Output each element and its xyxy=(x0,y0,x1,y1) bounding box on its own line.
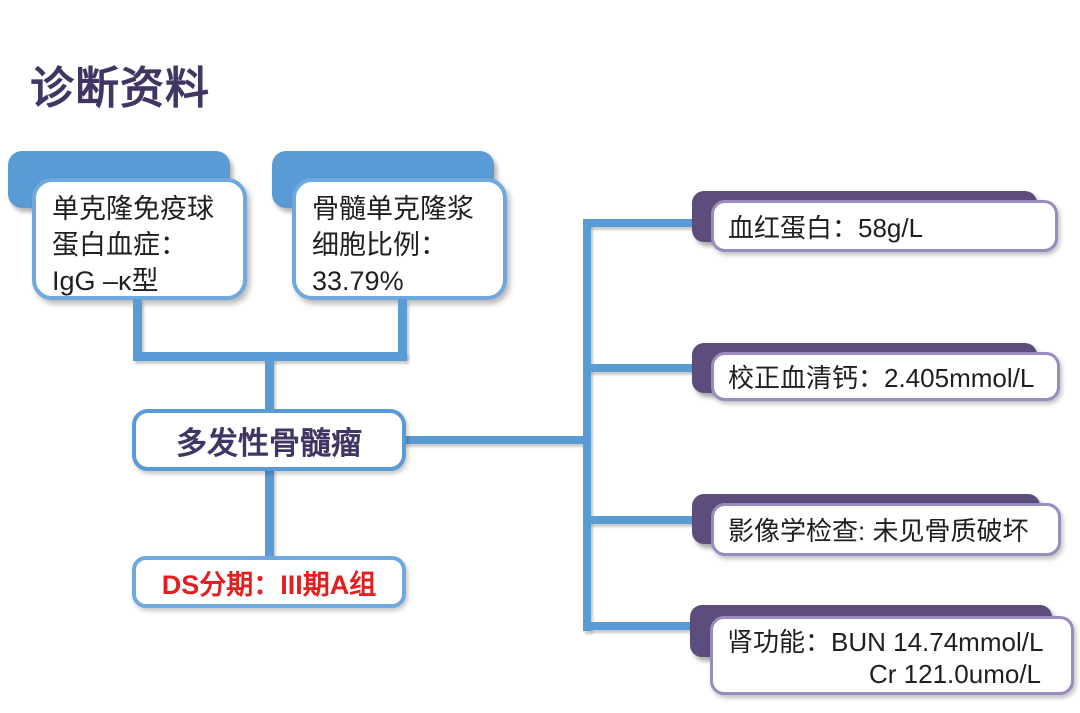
connector-stem-right xyxy=(398,299,407,357)
topic-box-plasma-cell-ratio: 骨髓单克隆浆 细胞比例： 33.79% xyxy=(292,178,507,300)
result-box-imaging: 影像学检查: 未见骨质破坏 xyxy=(711,503,1061,556)
result-box-renal-function: 肾功能：BUN 14.74mmol/L Cr 121.0umo/L xyxy=(710,616,1074,695)
result-box-hemoglobin: 血红蛋白：58g/L xyxy=(711,200,1058,252)
connector-center-to-stage xyxy=(265,469,274,558)
diagnosis-box: 多发性骨髓瘤 xyxy=(132,409,406,471)
topic-box-2-line2: 细胞比例： xyxy=(312,229,447,260)
connector-branch-1 xyxy=(589,219,695,227)
result-box-2-label: 校正血清钙：2.405mmol/L xyxy=(728,363,1035,393)
result-box-1-label: 血红蛋白：58g/L xyxy=(728,212,924,243)
result-box-4-label-line2: Cr 121.0umo/L xyxy=(869,658,1041,689)
result-box-serum-calcium: 校正血清钙：2.405mmol/L xyxy=(711,352,1060,401)
connector-branch-2 xyxy=(589,364,695,372)
result-box-3-label: 影像学检查: 未见骨质破坏 xyxy=(728,516,1029,546)
topic-box-1-line2: 蛋白血症： xyxy=(52,229,187,260)
topic-box-monoclonal-immunoglobulin: 单克隆免疫球 蛋白血症： IgG –κ型 xyxy=(32,178,247,300)
connector-branch-4 xyxy=(589,622,695,630)
topic-box-2-line3: 33.79% xyxy=(312,265,404,296)
topic-box-2-line1: 骨髓单克隆浆 xyxy=(312,194,474,224)
topic-box-1-line3: IgG –κ型 xyxy=(52,265,159,296)
connector-bracket-bar xyxy=(133,352,407,361)
connector-trunk-vertical xyxy=(583,219,591,631)
connector-stem-left xyxy=(133,299,142,357)
topic-box-1-line1: 单克隆免疫球 xyxy=(52,194,214,224)
ds-stage-box: DS分期：III期A组 xyxy=(132,556,406,608)
connector-bracket-to-center xyxy=(265,358,274,410)
slide-title: 诊断资料 xyxy=(30,64,210,113)
connector-branch-3 xyxy=(589,516,695,524)
result-box-4-label-line1: 肾功能：BUN 14.74mmol/L xyxy=(727,626,1044,657)
connector-center-to-trunk xyxy=(404,436,587,444)
